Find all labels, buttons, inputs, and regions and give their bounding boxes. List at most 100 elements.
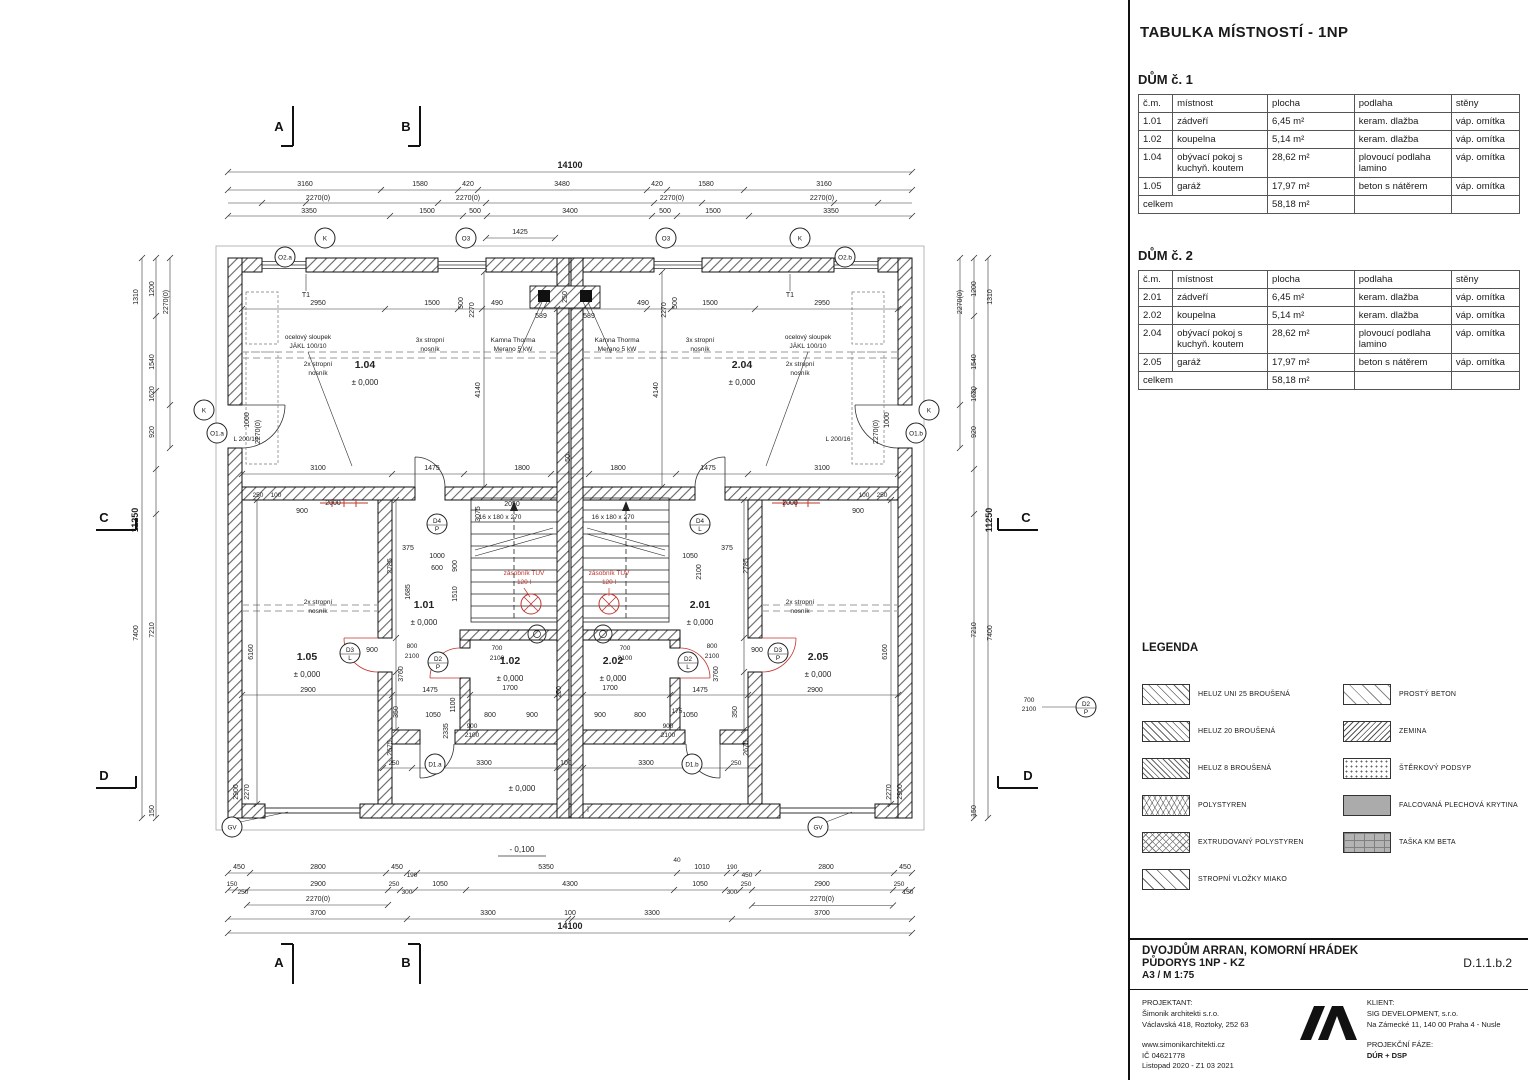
table-cell: 2.04 — [1137, 324, 1174, 354]
dim-tick — [970, 814, 978, 822]
logo-mark — [1300, 1006, 1358, 1040]
reference-circle: GV — [807, 816, 829, 838]
dim-tick — [984, 814, 992, 822]
plan-label: 40 — [673, 857, 681, 864]
dim-tick — [553, 305, 561, 313]
plan-label: 1700 — [502, 685, 518, 692]
plan-label: 250 — [562, 291, 569, 303]
legend-item: EXTRUDOVANÝ POLYSTYREN — [1142, 832, 1323, 853]
plan-label: nosník — [308, 370, 328, 377]
dim-tick — [658, 268, 666, 276]
legend-label: STROPNÍ VLOŽKY MIAKO — [1198, 876, 1288, 883]
plan-label: 3760 — [398, 666, 405, 682]
dim-tick — [302, 199, 310, 207]
dim-tick — [970, 254, 978, 262]
reference-circle: O2.a — [274, 246, 296, 268]
column-header: plocha — [1267, 94, 1355, 113]
table-cell: 2.02 — [1137, 306, 1174, 325]
table-cell: 1.01 — [1137, 112, 1174, 131]
plan-label: 3300 — [476, 760, 492, 767]
plan-label: 600 — [431, 565, 443, 572]
legend-item: STROPNÍ VLOŽKY MIAKO — [1142, 869, 1323, 890]
dim-tick — [754, 869, 762, 877]
plan-label: nosník — [790, 370, 810, 377]
table-cell: 17,97 m² — [1267, 353, 1355, 372]
plan-label: 2270(0) — [810, 896, 834, 903]
table-cell: zádveří — [1172, 112, 1269, 131]
dim-tick — [748, 902, 756, 909]
plan-label: 3x stropní — [416, 337, 445, 344]
column-header: podlaha — [1353, 270, 1452, 289]
title-block: DVOJDŮM ARRAN, KOMORNÍ HRÁDEK PŮDORYS 1N… — [1130, 938, 1528, 1080]
plan-label: 3760 — [713, 666, 720, 682]
dim-tick — [728, 915, 736, 923]
dim-tick — [970, 312, 978, 320]
dim-tick — [386, 212, 394, 220]
house-title: DŮM č. 2 — [1138, 248, 1193, 263]
projektant-address: Václavská 418, Roztoky, 252 63 — [1142, 1019, 1249, 1029]
plan-label: 450 — [899, 864, 911, 871]
plan-label: 2900 — [814, 881, 830, 888]
projektant-label: PROJEKTANT: — [1142, 998, 1193, 1007]
beam-dashed-lines — [242, 351, 898, 612]
table-cell: plovoucí podlaha lamino — [1353, 324, 1452, 354]
dim-tick — [480, 483, 488, 491]
party-wall — [556, 257, 584, 819]
plan-label: 2100 — [405, 653, 420, 660]
column-header: podlaha — [1353, 94, 1452, 113]
plan-label: 3075 — [475, 506, 482, 522]
plan-label: ± 0,000 — [600, 674, 627, 683]
plan-label: 100 — [560, 760, 572, 767]
svg-text:GV: GV — [813, 825, 823, 832]
dim-tick — [908, 212, 916, 220]
plan-label: 1010 — [694, 864, 710, 871]
stairs-right — [582, 497, 670, 623]
mesh-swatch — [1142, 795, 1190, 816]
dim-tick — [889, 902, 897, 909]
plan-label: 150 — [903, 889, 914, 896]
kitchen-unit — [851, 291, 885, 345]
plan-label: 900 — [663, 723, 674, 730]
plan-label: 3700 — [310, 910, 326, 917]
section-marker: D — [997, 768, 1038, 789]
empty-cell — [1353, 195, 1452, 214]
hatch5-swatch — [1343, 684, 1391, 705]
dim-tick — [224, 929, 232, 937]
projektant-web: www.simonikarchitekti.cz — [1142, 1039, 1225, 1049]
dim-tick — [483, 212, 491, 220]
section-marker: C — [96, 510, 137, 531]
dim-tick — [673, 869, 681, 877]
plan-label: 1310 — [987, 289, 994, 305]
empty-cell — [1353, 371, 1452, 390]
plan-label: 2100 — [465, 732, 480, 739]
dim-tick — [474, 186, 482, 194]
total-label: celkem — [1137, 371, 1269, 390]
plan-label: nosník — [420, 346, 440, 353]
plan-label: 2270(0) — [306, 896, 330, 903]
plan-label: 4300 — [562, 881, 578, 888]
dim-tick — [384, 901, 392, 909]
total-value: 58,18 m² — [1267, 371, 1355, 390]
hatch2-swatch — [1142, 721, 1190, 742]
leader-lines — [239, 274, 1076, 823]
reference-circle: K — [314, 227, 336, 249]
table-cell: zádveří — [1172, 288, 1269, 307]
column-header: stěny — [1450, 94, 1521, 113]
plan-label: 900 — [594, 712, 606, 719]
table-cell: beton s nátěrem — [1353, 177, 1452, 196]
plan-label: 1050 — [425, 712, 441, 719]
table-cell: 6,45 m² — [1267, 288, 1355, 307]
plan-label: 3350 — [823, 208, 839, 215]
plan-label: nosník — [308, 608, 328, 615]
plan-label: 3300 — [644, 910, 660, 917]
dim-tick — [698, 199, 706, 207]
dim-tick — [231, 886, 239, 894]
dim-tick — [238, 691, 246, 699]
plan-label: 900 — [751, 647, 763, 654]
plan-label: 2050 — [504, 501, 520, 508]
drawing-title: PŮDORYS 1NP - KZ — [1142, 957, 1245, 969]
svg-text:O3: O3 — [662, 236, 671, 243]
